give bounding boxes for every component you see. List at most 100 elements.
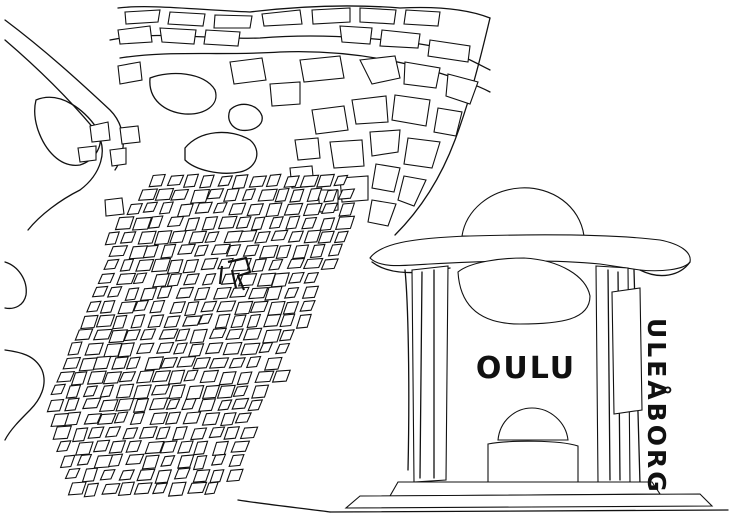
- city-block: [132, 299, 150, 312]
- city-block: [115, 383, 135, 399]
- city-block: [201, 412, 221, 426]
- city-block: [83, 482, 100, 498]
- city-block: [56, 440, 72, 453]
- middle-pond-outline: [184, 131, 258, 174]
- city-block: [225, 244, 242, 257]
- city-block: [132, 397, 150, 413]
- city-block: [187, 343, 205, 358]
- city-block: [171, 426, 188, 441]
- city-block: [303, 271, 320, 284]
- city-block: [86, 370, 107, 385]
- city-block: [152, 273, 171, 288]
- city-block: [236, 371, 253, 386]
- city-block: [230, 440, 251, 453]
- city-block: [108, 329, 129, 344]
- city-block: [144, 356, 165, 371]
- city-block: [234, 412, 252, 424]
- city-block: [257, 188, 279, 202]
- city-grid-blocks: [46, 173, 356, 498]
- city-block: [208, 327, 228, 340]
- city-block: [52, 425, 73, 440]
- city-block: [316, 173, 336, 188]
- city-block: [158, 201, 175, 215]
- city-block: [239, 426, 259, 440]
- west-shore-line-2: [4, 19, 124, 171]
- city-block: [156, 285, 173, 299]
- city-block: [141, 454, 160, 470]
- city-block: [115, 397, 135, 412]
- pedestal: [487, 440, 579, 483]
- city-name-swedish-label: ULEÅBORG: [642, 318, 671, 495]
- city-block: [159, 440, 178, 454]
- city-block: [154, 469, 173, 484]
- city-block: [176, 440, 194, 454]
- city-block: [136, 468, 156, 482]
- city-block: [189, 188, 211, 204]
- city-block: [70, 371, 88, 386]
- city-block: [201, 384, 221, 400]
- city-block: [80, 314, 99, 330]
- city-block: [86, 300, 102, 313]
- city-block: [228, 202, 247, 216]
- city-block: [192, 469, 211, 483]
- city-block: [268, 216, 285, 230]
- city-block: [181, 397, 197, 411]
- city-block: [250, 216, 266, 231]
- city-block: [177, 243, 197, 255]
- city-block: [275, 244, 292, 260]
- city-block: [169, 301, 187, 315]
- city-block: [101, 482, 121, 495]
- city-block: [282, 301, 300, 315]
- city-block: [194, 201, 214, 214]
- city-block: [201, 273, 217, 286]
- city-block: [291, 244, 310, 260]
- city-block: [87, 426, 105, 439]
- city-block: [197, 313, 214, 325]
- city-block: [241, 188, 257, 201]
- city-block: [135, 369, 155, 384]
- city-block: [175, 286, 195, 299]
- city-block: [144, 440, 165, 455]
- city-block: [333, 230, 349, 244]
- city-block: [222, 341, 243, 356]
- city-block: [286, 257, 306, 270]
- city-block: [234, 300, 254, 316]
- city-block: [246, 313, 262, 329]
- city-block: [118, 371, 137, 383]
- base-step-bottom: [344, 493, 714, 509]
- city-block: [216, 300, 237, 313]
- city-block: [118, 469, 136, 481]
- city-block: [174, 328, 191, 342]
- city-block: [160, 243, 177, 259]
- city-block: [129, 411, 146, 426]
- city-block: [278, 329, 295, 342]
- city-block: [187, 481, 208, 494]
- city-block: [137, 230, 157, 245]
- city-block: [139, 328, 157, 341]
- city-block: [320, 258, 339, 271]
- north-pond-outline: [149, 72, 217, 115]
- city-block: [104, 426, 122, 438]
- city-block: [262, 328, 282, 344]
- city-block: [117, 481, 136, 497]
- city-block: [166, 215, 185, 228]
- city-block: [189, 328, 208, 344]
- city-block: [218, 371, 237, 386]
- city-block: [228, 453, 245, 468]
- city-block: [154, 187, 175, 201]
- city-block: [274, 187, 290, 203]
- city-block: [139, 287, 158, 302]
- city-block: [119, 231, 137, 244]
- city-block: [301, 285, 320, 299]
- lagoon-outline: [34, 96, 101, 166]
- city-block: [287, 271, 305, 284]
- city-block: [155, 341, 175, 354]
- city-block: [204, 481, 219, 495]
- city-block: [228, 357, 246, 369]
- city-block: [149, 299, 166, 314]
- city-block: [155, 426, 171, 440]
- city-block: [106, 286, 123, 298]
- city-block: [176, 203, 194, 218]
- city-block: [142, 201, 159, 213]
- city-block: [165, 398, 181, 410]
